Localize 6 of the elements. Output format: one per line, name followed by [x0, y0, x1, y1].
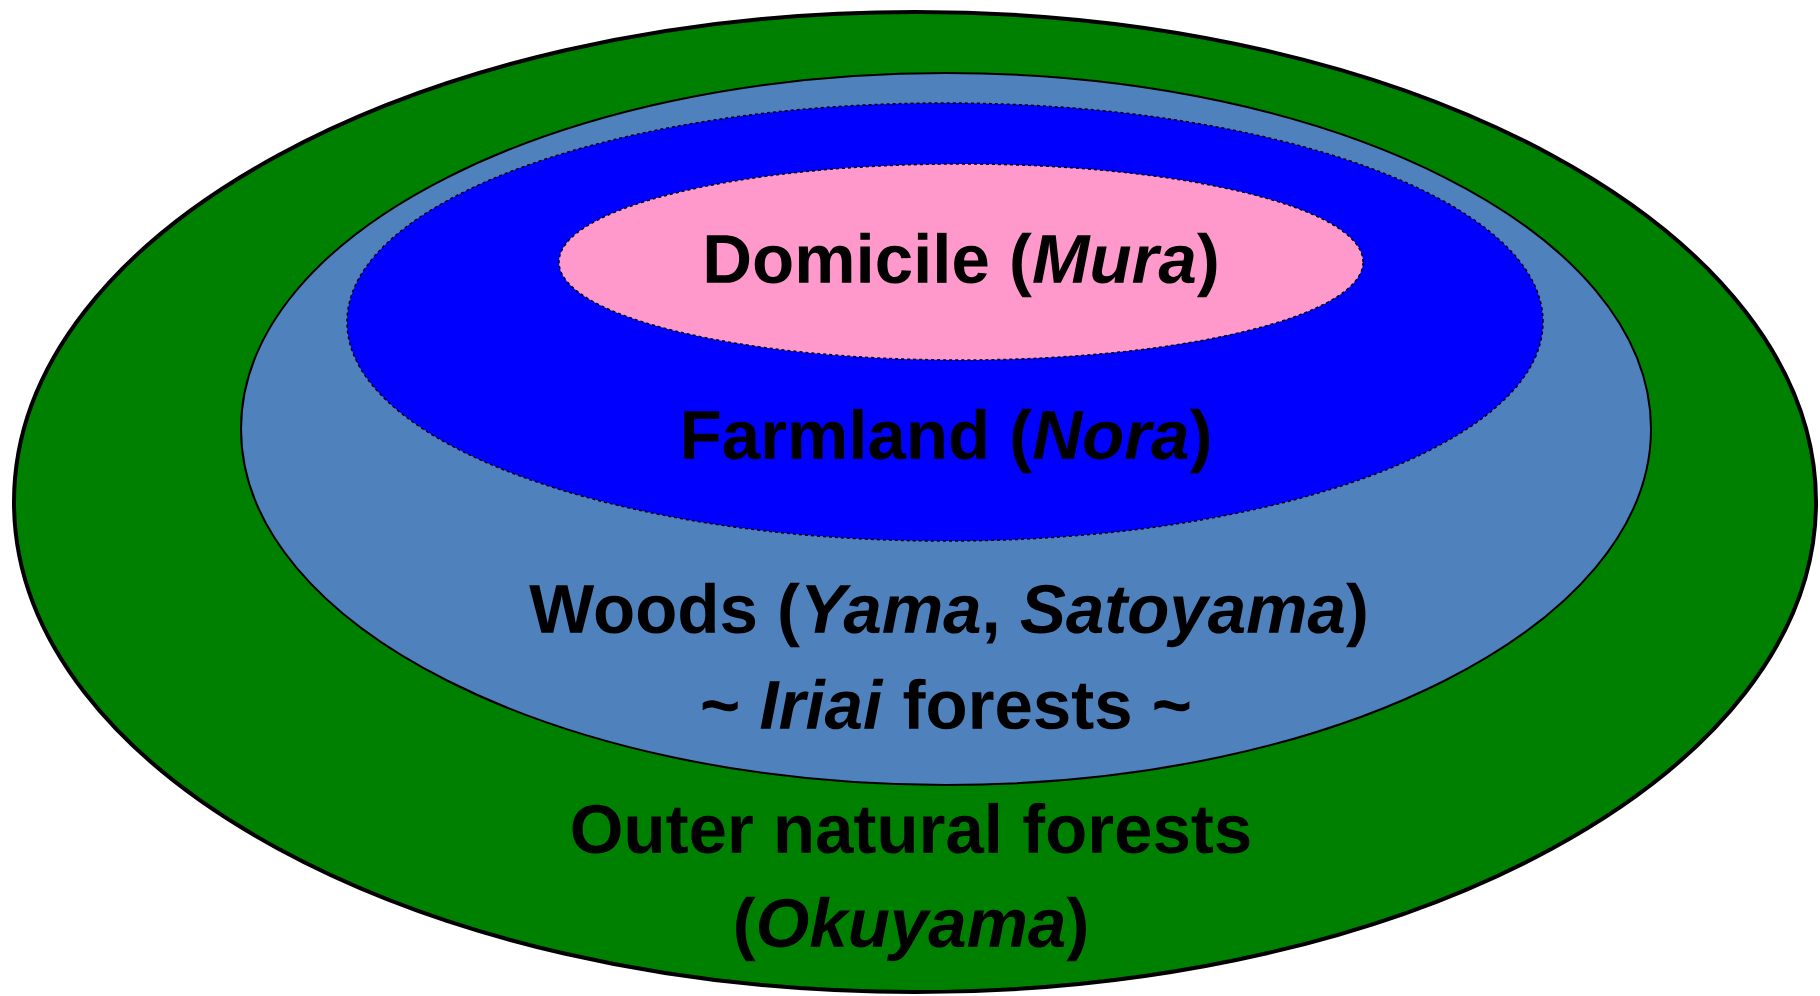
- region-label: Domicile (Mura): [706, 232, 1217, 298]
- region-label: ~ Iriai forests ~: [702, 678, 1190, 730]
- domicile-ellipse: [558, 163, 1364, 361]
- region-label: Outer natural forests (Okuyama): [572, 802, 1250, 962]
- region-label: Woods (Yama, Satoyama): [529, 582, 1366, 648]
- region-label: Farmland (Nora): [684, 408, 1209, 474]
